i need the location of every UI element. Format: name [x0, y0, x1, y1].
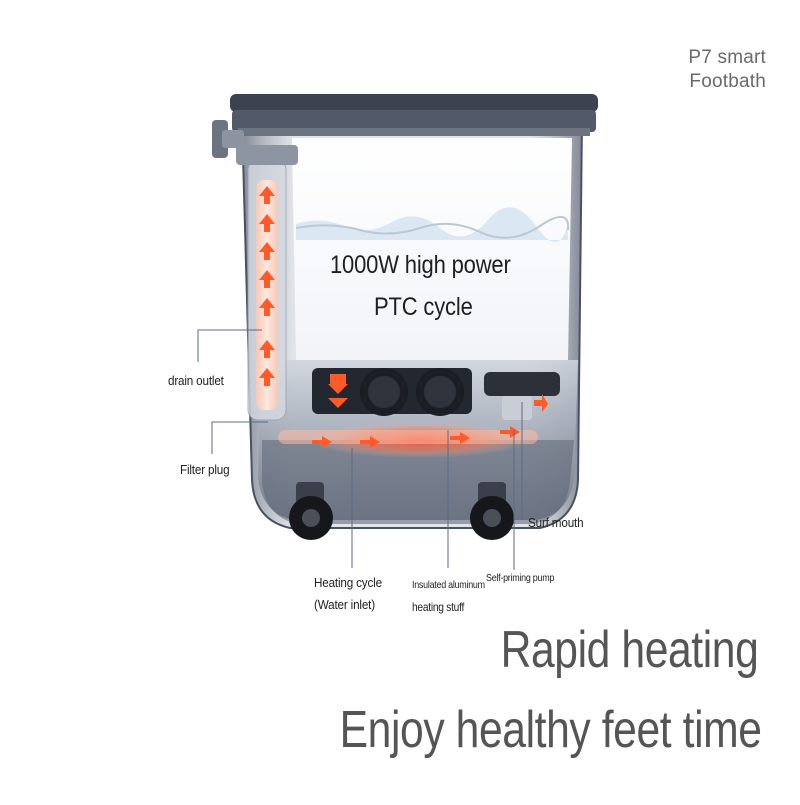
- insulated-line-1: Insulated aluminum: [412, 579, 485, 591]
- surf-mouth-label: Surf mouth: [528, 515, 584, 530]
- heating-cycle-line-1: Heating cycle: [314, 575, 382, 590]
- flow-arrows: [259, 186, 548, 448]
- heating-cycle-line-2: (Water inlet): [314, 597, 375, 612]
- heating-channel: [278, 422, 538, 458]
- filter-plug-label: Filter plug: [180, 462, 230, 477]
- insulated-line-2: heating stuff: [412, 600, 465, 614]
- brand-line-2: Footbath: [689, 71, 766, 92]
- callout-leader-lines: [197, 329, 523, 570]
- lid: [212, 94, 598, 158]
- caster-wheels: [289, 482, 514, 540]
- brand-label: P7 smart Footbath: [688, 46, 766, 94]
- headline-enjoy-feet-time: Enjoy healthy feet time: [340, 701, 762, 759]
- power-label: 1000W high power: [330, 251, 511, 279]
- ptc-cycle-label: PTC cycle: [374, 293, 473, 321]
- tub-body: [240, 119, 584, 529]
- headline-rapid-heating: Rapid heating: [500, 621, 758, 679]
- self-priming-pump-label: Self-priming pump: [486, 572, 555, 584]
- insulated-heating-label: Insulated aluminum heating stuff: [412, 574, 485, 618]
- water-surface: [295, 207, 570, 243]
- drain-pipe: [236, 145, 298, 421]
- heating-cycle-label: Heating cycle (Water inlet): [314, 572, 382, 616]
- pump-assembly: [312, 368, 560, 420]
- drain-outlet-label: drain outlet: [168, 373, 224, 388]
- brand-line-1: P7 smart: [688, 47, 766, 68]
